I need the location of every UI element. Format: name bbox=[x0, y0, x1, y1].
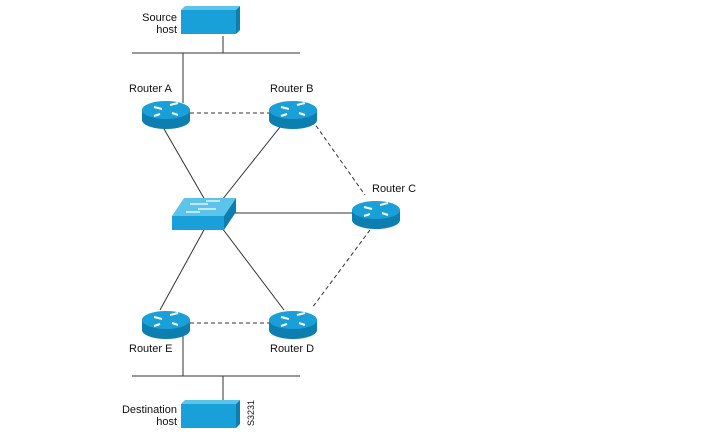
router-d-icon bbox=[268, 310, 318, 340]
router-a-label: Router A bbox=[129, 83, 172, 95]
source-host-label-1: Source bbox=[142, 12, 177, 24]
router-c-label: Router C bbox=[372, 183, 416, 195]
router-c-icon bbox=[351, 200, 401, 230]
router-b-icon bbox=[268, 100, 318, 130]
source-host-label-2: host bbox=[156, 24, 177, 36]
link-a-switch bbox=[159, 121, 206, 201]
figure-id: S3231 bbox=[246, 400, 256, 426]
link-b-switch bbox=[221, 121, 285, 201]
link-switch-e bbox=[159, 227, 206, 311]
router-d-label: Router D bbox=[270, 343, 314, 355]
router-e-label: Router E bbox=[129, 343, 172, 355]
destination-host-label-2: host bbox=[156, 416, 177, 428]
dashed-link-b-c bbox=[311, 119, 366, 196]
destination-host-icon bbox=[181, 400, 240, 428]
router-e-icon bbox=[141, 310, 191, 340]
router-a-icon bbox=[141, 100, 191, 130]
link-switch-d bbox=[221, 227, 285, 311]
dashed-link-c-d bbox=[311, 229, 371, 309]
switch-icon bbox=[172, 198, 236, 230]
destination-host-label-1: Destination bbox=[122, 404, 177, 416]
source-host-icon bbox=[181, 6, 240, 34]
router-b-label: Router B bbox=[270, 83, 313, 95]
